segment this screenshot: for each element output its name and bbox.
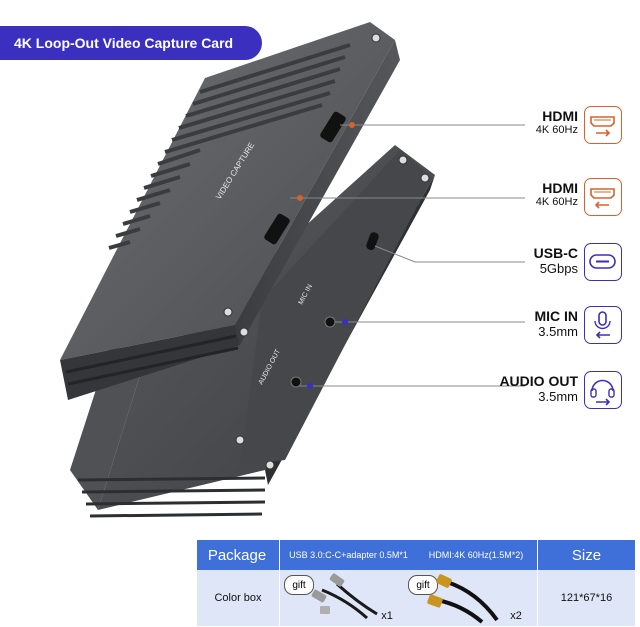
front-device: [60, 22, 400, 400]
column-divider: [279, 540, 280, 626]
header-usb: USB 3.0:C-C+adapter 0.5M*1: [289, 550, 408, 560]
port-label-hdmi-in: HDMI 4K 60Hz: [478, 180, 578, 209]
hdmi-cable-image: [427, 574, 499, 624]
port-label-mic-in: MIC IN 3.5mm: [478, 308, 578, 339]
quantity-usb: x1: [381, 610, 393, 622]
hdmi-out-icon: [584, 106, 622, 144]
title-banner: 4K Loop-Out Video Capture Card: [0, 26, 262, 60]
port-label-usb-c: USB-C 5Gbps: [478, 245, 578, 276]
port-name: AUDIO OUT: [499, 373, 578, 389]
port-spec: 5Gbps: [539, 261, 578, 276]
package-table-header: [197, 540, 635, 570]
accessory-images: [311, 573, 499, 624]
port-spec: 4K 60Hz: [535, 196, 578, 208]
port-name: MIC IN: [534, 308, 578, 324]
column-divider: [537, 540, 538, 626]
usb-cable-image: [311, 573, 378, 620]
port-spec: 3.5mm: [538, 324, 578, 339]
gift-badge: gift: [284, 575, 314, 595]
header-size: Size: [571, 546, 602, 564]
capture-card-illustration: VIDEO CAPTURE MIC IN AUDIO OUT: [60, 22, 525, 518]
header-hdmi: HDMI:4K 60Hz(1.5M*2): [428, 550, 524, 560]
port-name: USB-C: [533, 245, 578, 261]
port-spec: 3.5mm: [538, 389, 578, 404]
quantity-hdmi: x2: [510, 610, 522, 622]
gift-badge: gift: [408, 575, 438, 595]
microphone-icon: [584, 306, 622, 344]
header-package: Package: [207, 546, 267, 564]
port-label-hdmi-out: HDMI 4K 60Hz: [478, 108, 578, 137]
usb-c-icon: [584, 243, 622, 281]
headphones-icon: [584, 371, 622, 409]
banner-title: 4K Loop-Out Video Capture Card: [14, 35, 234, 51]
row-package: Color box: [214, 592, 262, 604]
hdmi-in-icon: [584, 178, 622, 216]
row-size: 121*67*16: [560, 592, 613, 604]
port-name: HDMI: [542, 108, 578, 124]
port-name: HDMI: [542, 180, 578, 196]
port-spec: 4K 60Hz: [535, 124, 578, 136]
port-label-audio-out: AUDIO OUT 3.5mm: [458, 373, 578, 404]
